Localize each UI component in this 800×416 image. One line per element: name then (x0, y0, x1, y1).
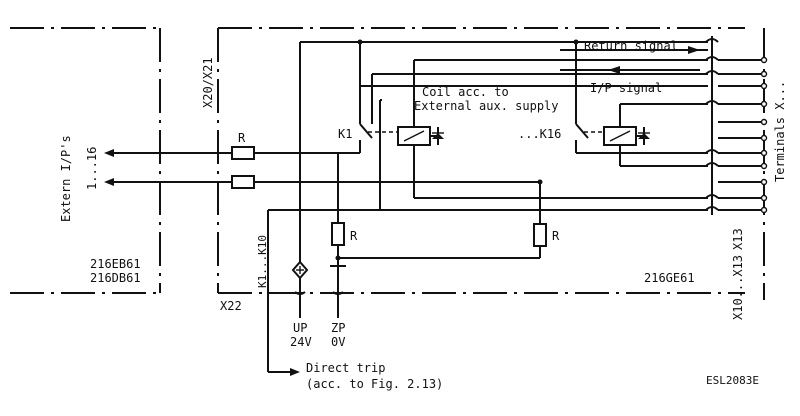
board-216eb61: 216EB61 (90, 257, 141, 271)
connector-x20-x21: X20/X21 (201, 57, 215, 108)
right-resistor-branch (533, 179, 547, 258)
return-signal-label: Return signal (584, 39, 678, 53)
connector-x22: X22 (220, 299, 242, 313)
zp-label: ZP (331, 321, 345, 335)
x13-label: X13 (731, 228, 745, 250)
zp-voltage-label: 0V (331, 335, 345, 349)
resistor-label-right: R (552, 229, 560, 243)
resistor-label-zp: R (350, 229, 358, 243)
coil-label-line2: External aux. supply (414, 99, 559, 113)
zp-line (330, 153, 540, 318)
coil-label-line1: Coil acc. to (422, 85, 509, 99)
terminal-column (705, 36, 768, 215)
direct-trip-path (267, 209, 380, 376)
relay-k1 (357, 39, 708, 211)
relay-k16 (573, 39, 708, 167)
resistor-right (533, 223, 547, 247)
resistor-label-input: R (238, 131, 246, 145)
up-voltage-label: 24V (290, 335, 312, 349)
extern-ips-label: Extern I/P's (59, 135, 73, 222)
terminals-label: Terminals X... (773, 81, 787, 182)
x10-x13-label: X10...X13 (731, 255, 745, 320)
up-supply-line (291, 41, 708, 318)
ip-signal-label: I/P signal (590, 81, 662, 95)
board-216ge61: 216GE61 (644, 271, 695, 285)
k1-label: K1 (338, 127, 352, 141)
k1-k10-label: K1...K10 (256, 235, 269, 288)
resistor-input-2 (231, 175, 255, 189)
resistor-input-1 (231, 146, 255, 160)
up-label: UP (293, 321, 307, 335)
range-1-16-label: 1...16 (85, 147, 99, 190)
signal-arrows (360, 46, 708, 124)
resistor-zp (331, 222, 345, 246)
direct-trip-ref-label: (acc. to Fig. 2.13) (306, 377, 443, 391)
figure-id-label: ESL2083E (706, 374, 759, 387)
left-board-outline (10, 27, 161, 294)
board-216db61: 216DB61 (90, 271, 141, 285)
direct-trip-label: Direct trip (306, 361, 385, 375)
k16-label: ...K16 (518, 127, 561, 141)
input-lines (104, 146, 540, 189)
